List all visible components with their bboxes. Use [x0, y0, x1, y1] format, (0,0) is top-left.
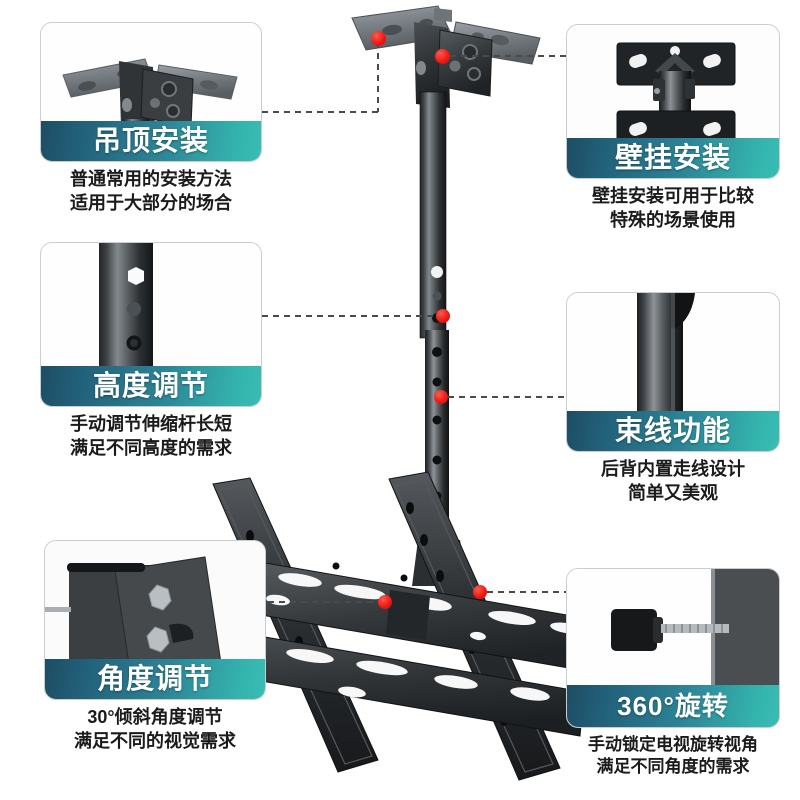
feature-card-angle-adjust[interactable]: 角度调节 30°倾斜角度调节 满足不同的视觉需求	[44, 540, 266, 754]
rotate-card-frame: 360°旋转	[566, 568, 780, 728]
marker-cable	[434, 390, 448, 404]
angle-description: 30°倾斜角度调节 满足不同的视觉需求	[74, 707, 236, 751]
marker-wall	[435, 49, 450, 64]
marker-rotate	[473, 585, 487, 599]
height-card-frame: 高度调节	[40, 242, 262, 407]
cable-label-bar: 束线功能	[567, 411, 779, 451]
wall-card-frame: 壁挂安装	[566, 24, 780, 179]
feature-card-wall-install[interactable]: 壁挂安装 壁挂安装可用于比较 特殊的场景使用	[566, 24, 780, 233]
upper-pole	[419, 91, 447, 339]
rotate-label-text: 360°旋转	[617, 691, 729, 721]
height-label-bar: 高度调节	[41, 366, 261, 406]
cable-card-frame: 束线功能	[566, 292, 780, 452]
feature-card-height-adjust[interactable]: 高度调节 手动调节伸缩杆长短 满足不同高度的需求	[40, 242, 262, 461]
rotate-label-bar: 360°旋转	[567, 685, 779, 727]
height-description: 手动调节伸缩杆长短 满足不同高度的需求	[70, 414, 232, 458]
cable-label-text: 束线功能	[614, 415, 731, 446]
angle-label-text: 角度调节	[96, 663, 213, 694]
ceiling-description: 普通常用的安装方法 适用于大部分的场合	[70, 169, 232, 213]
rotate-description: 手动锁定电视旋转视角 满足不同角度的需求	[588, 735, 758, 777]
wall-label-bar: 壁挂安装	[567, 138, 779, 178]
ceiling-label-text: 吊顶安装	[92, 125, 209, 156]
marker-angle	[378, 595, 392, 609]
angle-label-bar: 角度调节	[45, 659, 265, 699]
ceiling-label-bar: 吊顶安装	[41, 121, 261, 161]
ceiling-card-frame: 吊顶安装	[40, 22, 262, 162]
feature-card-ceiling-install[interactable]: 吊顶安装 普通常用的安装方法 适用于大部分的场合	[40, 22, 262, 216]
wall-description: 壁挂安装可用于比较 特殊的场景使用	[592, 186, 754, 230]
wall-label-text: 壁挂安装	[614, 142, 731, 173]
marker-ceiling	[371, 31, 386, 46]
bracket-arm-lower	[231, 631, 585, 737]
angle-card-frame: 角度调节	[44, 540, 266, 700]
height-label-text: 高度调节	[92, 370, 209, 401]
marker-height	[436, 309, 450, 323]
feature-card-cable-management[interactable]: 束线功能 后背内置走线设计 简单又美观	[566, 292, 780, 506]
feature-card-rotate-360[interactable]: 360°旋转 手动锁定电视旋转视角 满足不同角度的需求	[566, 568, 780, 779]
cable-description: 后背内置走线设计 简单又美观	[601, 459, 745, 503]
